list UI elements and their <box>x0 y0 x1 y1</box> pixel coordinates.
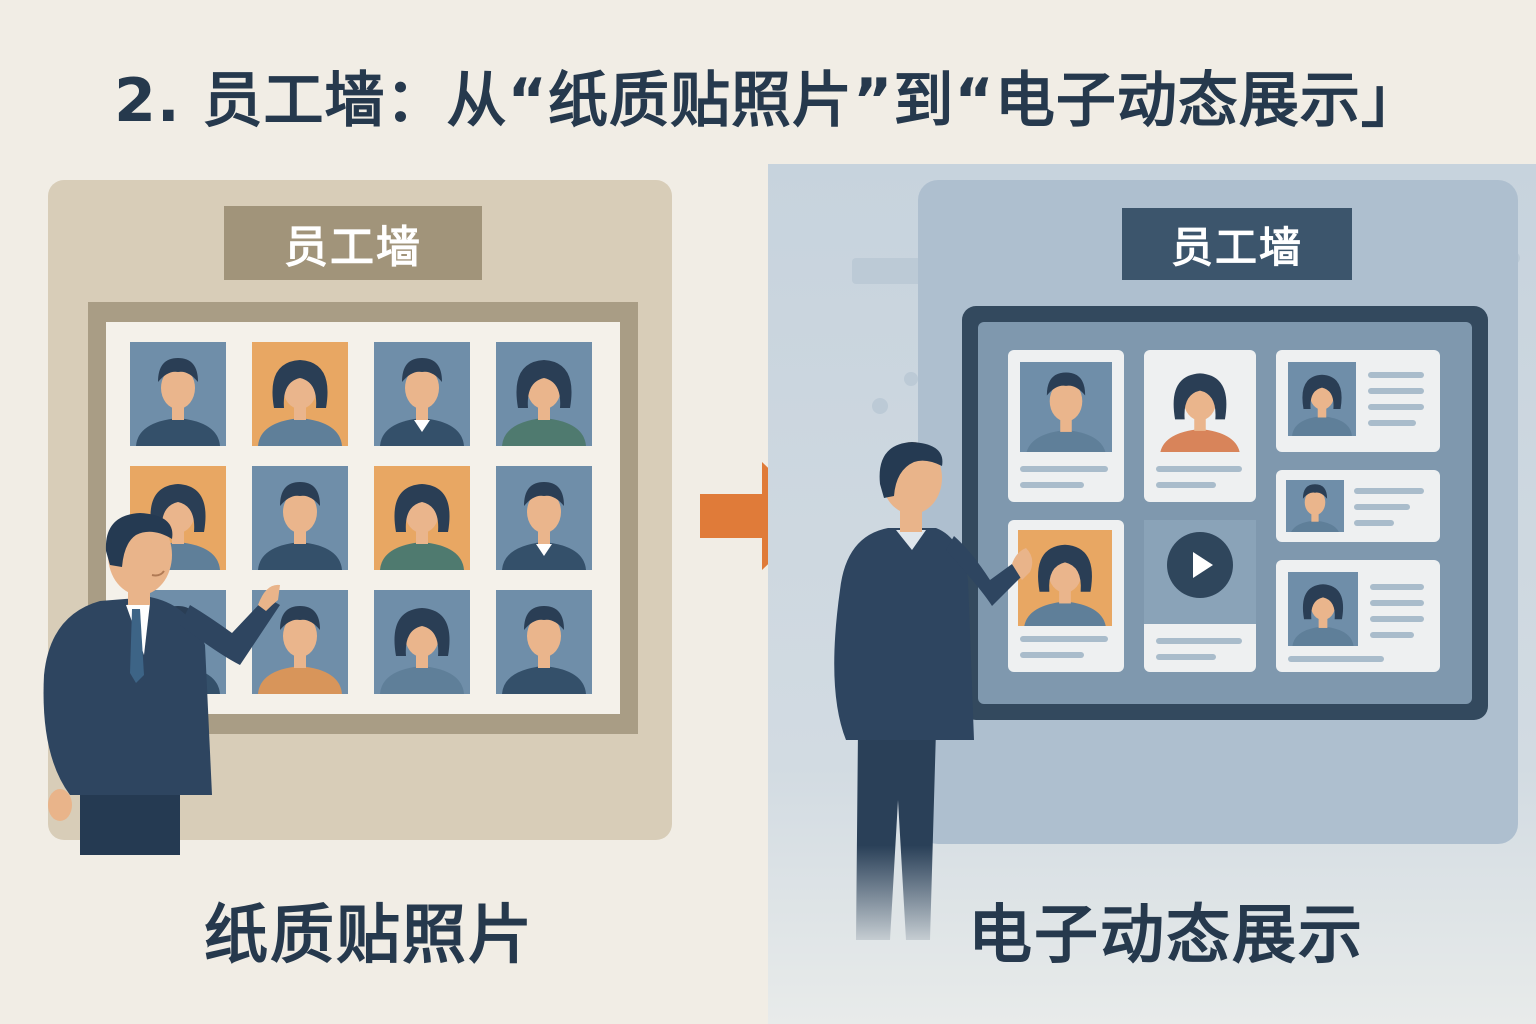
text-line-placeholder <box>1368 420 1416 426</box>
profile-photo <box>1288 362 1356 436</box>
video-caption-area <box>1144 624 1256 672</box>
caption-digital: 电子动态展示 <box>968 899 1364 973</box>
profile-photo <box>1154 360 1246 452</box>
profile-photo <box>1286 480 1344 532</box>
profile-photo <box>1288 572 1358 646</box>
text-line-placeholder <box>1020 636 1108 642</box>
employee-photo <box>496 342 592 446</box>
display-content <box>978 322 1472 704</box>
profile-photo <box>1018 530 1112 626</box>
text-line-placeholder <box>1288 656 1384 662</box>
text-line-placeholder <box>1368 404 1424 410</box>
employee-photo <box>374 590 470 694</box>
play-icon[interactable] <box>1167 532 1233 598</box>
presenter-figure-right <box>834 442 1033 940</box>
text-line-placeholder <box>1156 482 1216 488</box>
text-line-placeholder <box>1368 372 1424 378</box>
employee-photo <box>252 590 348 694</box>
profile-card <box>1144 350 1256 502</box>
text-line-placeholder <box>1354 504 1410 510</box>
text-line-placeholder <box>1156 466 1242 472</box>
profile-photo <box>1020 362 1112 452</box>
background-dot <box>904 372 918 386</box>
profile-card <box>1276 350 1440 452</box>
employee-photo <box>496 466 592 570</box>
text-line-placeholder <box>1368 388 1424 394</box>
employee-photo <box>252 466 348 570</box>
employee-photo <box>130 342 226 446</box>
employee-photo <box>496 590 592 694</box>
text-line-placeholder <box>1156 638 1242 644</box>
digital-wall-sign: 员工墙 <box>1122 208 1352 280</box>
text-line-placeholder <box>1370 632 1414 638</box>
video-card <box>1144 520 1256 672</box>
text-line-placeholder <box>1020 466 1108 472</box>
employee-photo <box>374 466 470 570</box>
text-line-placeholder <box>1020 482 1084 488</box>
text-line-placeholder <box>1156 654 1216 660</box>
text-line-placeholder <box>1354 488 1424 494</box>
text-line-placeholder <box>1370 584 1424 590</box>
profile-card <box>1008 350 1124 502</box>
text-line-placeholder <box>1354 520 1394 526</box>
caption-paper: 纸质贴照片 <box>204 899 534 973</box>
paper-wall-sign: 员工墙 <box>224 206 482 280</box>
text-line-placeholder <box>1020 652 1084 658</box>
employee-photo <box>252 342 348 446</box>
profile-card <box>1276 560 1440 672</box>
text-line-placeholder <box>1370 616 1424 622</box>
digital-display-screen <box>962 306 1488 720</box>
profile-card <box>1276 470 1440 542</box>
presenter-figure-left <box>43 513 280 855</box>
text-line-placeholder <box>1370 600 1424 606</box>
employee-photo <box>374 342 470 446</box>
profile-card-active <box>1008 520 1124 672</box>
page-title: 2. 员工墙：从“纸质贴照片”到“电子动态展示」 <box>114 66 1422 136</box>
background-dot <box>872 398 888 414</box>
